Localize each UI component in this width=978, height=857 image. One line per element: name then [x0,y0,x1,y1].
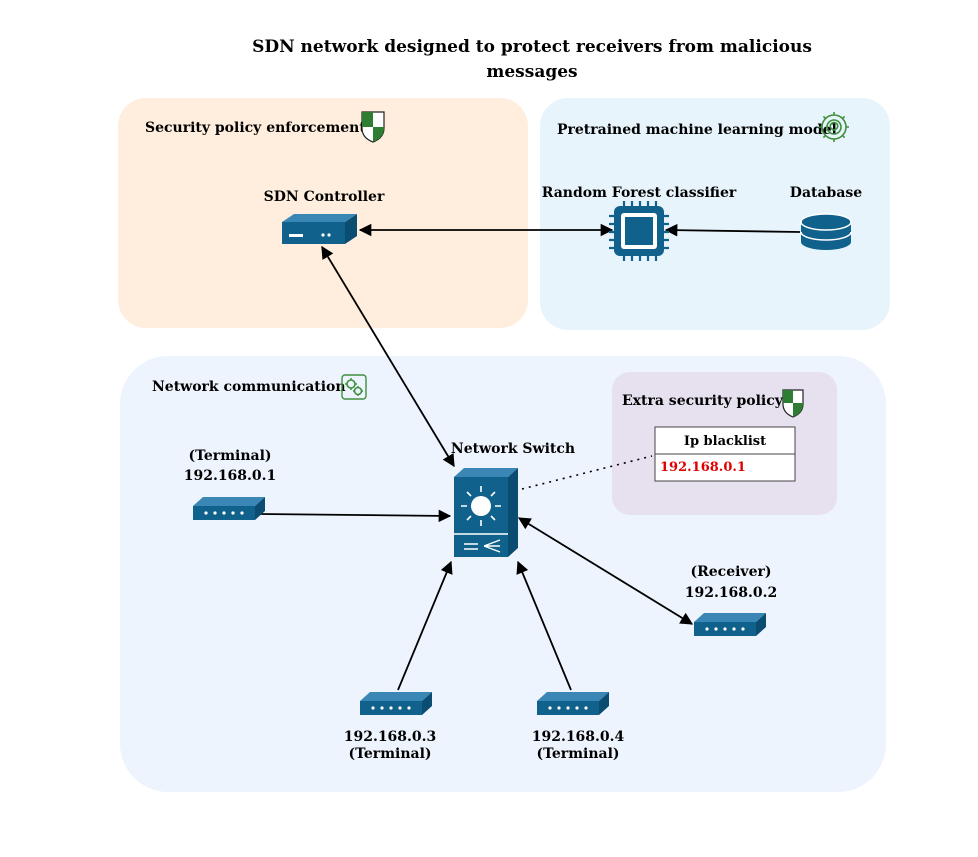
database-classifier-link [664,223,801,237]
terminal3-device [360,692,432,715]
receiver-switch-link [517,517,694,625]
terminal4-role: (Terminal) [536,746,619,762]
network-communication-label: Network communication [152,379,346,395]
terminal4-switch-link [516,560,572,691]
ip-blacklist-header: Ip blacklist [684,434,766,449]
terminal4-device [537,692,609,715]
terminal3-ip: 192.168.0.3 [344,729,437,745]
classifier-label: Random Forest classifier [542,185,737,201]
cpu-icon [609,201,669,261]
terminal1-device [193,497,265,520]
database-label: Database [790,185,862,201]
sdn-controller-label: SDN Controller [264,189,385,205]
controller-switch-link [321,245,455,468]
security-policy-label: Security policy enforcement [145,120,366,136]
terminal3-switch-link [397,560,453,691]
receiver-role: (Receiver) [691,564,772,580]
terminal4-ip: 192.168.0.4 [532,729,625,745]
diagram-title-line2: messages [486,62,577,82]
terminal1-ip: 192.168.0.1 [184,468,277,484]
ml-model-label: Pretrained machine learning model [557,122,837,138]
terminal1-switch-link [259,509,452,523]
ip-blacklist-entry: 192.168.0.1 [660,460,746,475]
sdn-controller-device [282,214,357,244]
network-switch-label: Network Switch [451,441,575,457]
terminal1-role: (Terminal) [188,448,271,464]
ip-blacklist-table: Ip blacklist 192.168.0.1 [654,426,796,482]
terminal3-role: (Terminal) [348,746,431,762]
shield-icon [361,111,385,143]
diagram-title-line1: SDN network designed to protect receiver… [252,37,812,57]
database-icon [800,213,852,250]
receiver-ip: 192.168.0.2 [685,585,778,601]
shield-icon [782,389,804,418]
ml-model-group [540,98,890,330]
brain-gear-icon [819,112,849,142]
network-switch-device [454,468,518,557]
extra-security-label: Extra security policy [622,393,784,409]
switch-blacklist-link [521,455,653,490]
receiver-device [694,613,766,636]
